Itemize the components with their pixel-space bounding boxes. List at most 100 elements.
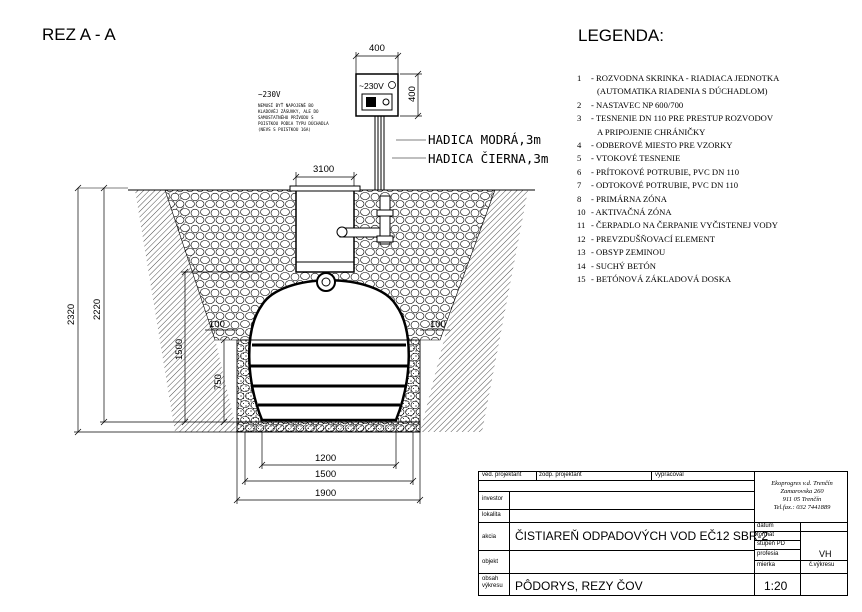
legend-item: 2 - NASTAVEC NP 600/700: [577, 99, 779, 112]
legend-item-text: - ODTOKOVÉ POTRUBIE, PVC DN 110: [591, 180, 739, 191]
legend-item-number: 7: [577, 180, 582, 191]
legend-item: 14 - SUCHÝ BETÓN: [577, 260, 779, 273]
power-note: NEMUSÍ BYŤ NAPOJENÉ BO KLADOVÉJ ZÁSUVKY,…: [258, 103, 329, 133]
control-box: [355, 73, 426, 190]
label-objekt: objekt: [482, 559, 499, 565]
legend-item: 11 - ČERPADLO NA ČERPANIE VYČISTENEJ VODY: [577, 219, 779, 232]
legend-item-number: 15: [577, 274, 586, 285]
pipes: [336, 195, 394, 245]
power-note-line: NEMUSÍ BYŤ NAPOJENÉ BO: [258, 103, 314, 108]
label-akcia: akcia: [482, 534, 497, 540]
legend-item-text: - VTOKOVÉ TESNENIE: [591, 153, 681, 164]
legend-item-number: 5: [577, 153, 582, 164]
label-zodp-projektant: zodp. projektant: [539, 472, 582, 478]
legend-item: 15 - BETÓNOVÁ ZÁKLADOVÁ DOSKA: [577, 273, 779, 286]
legend-item-text: - PRIMÁRNA ZÓNA: [591, 193, 667, 204]
dim-3100: 3100: [313, 164, 334, 175]
label-investor: investor: [482, 496, 504, 502]
power-note-line: (NEVS S POISTKOU 16A): [258, 127, 311, 132]
power-note-line: SAMOSTATNÉHO PRÍVODU S: [258, 115, 314, 120]
dimension-lines: [74, 52, 450, 504]
label-vypracoval: vypracoval: [655, 472, 684, 478]
legend-item-continuation: (AUTOMATIKA RIADENIA S DÚCHADLOM): [597, 86, 768, 97]
akcia-value: ČISTIAREŇ ODPADOVÝCH VOD EČ12 SBR-2: [515, 529, 769, 543]
label-obsah: obsah výkresu: [482, 576, 503, 589]
obsah-value: PÔDORYS, REZY ČOV: [515, 579, 643, 593]
legend-item-text: - OBSYP ZEMINOU: [591, 247, 666, 258]
label-c-vykresu: č.výkresu: [809, 562, 835, 568]
hose-black-label: HADICA ČIERNA,3m: [428, 151, 549, 166]
foundation-slab: [236, 421, 421, 433]
dim-2220: 2220: [92, 299, 103, 320]
legend-item: 10 - AKTIVAČNÁ ZÓNA: [577, 206, 779, 219]
company-line: Zamarovska 260: [780, 488, 824, 495]
dim-100-right: 100: [430, 319, 446, 330]
legend-item-text: - PREVZDUŠŇOVACÍ ELEMENT: [591, 233, 715, 244]
label-stupen: stupeň PD: [757, 541, 786, 547]
title-block: ved. projektant zodp. projektant vypraco…: [478, 471, 848, 596]
hose-blue-label: HADICA MODRÁ,3m: [428, 132, 541, 147]
legend-item: 12 - PREVZDUŠŇOVACÍ ELEMENT: [577, 233, 779, 246]
label-profesia: profesia: [757, 551, 779, 557]
legend-item: 3 - TESNENIE DN 110 PRE PRESTUP ROZVODOV: [577, 112, 779, 125]
legend-item: 13 - OBSYP ZEMINOU: [577, 246, 779, 259]
legend-item-number: 12: [577, 233, 586, 244]
dim-1500-left: 1500: [174, 339, 185, 360]
legend-item: 7 - ODTOKOVÉ POTRUBIE, PVC DN 110: [577, 179, 779, 192]
label-lokalita: lokalita: [482, 512, 501, 518]
legend-item-text: - AKTIVAČNÁ ZÓNA: [591, 207, 672, 218]
dim-400-top: 400: [369, 43, 385, 54]
legend-item: 5 - VTOKOVÉ TESNENIE: [577, 152, 779, 165]
section-title: REZ A - A: [42, 25, 116, 44]
company-line: Ekoprogres v.d. Trenčín: [771, 480, 833, 487]
power-note-line: POISTKOU PODĽA TYPU DÚCHADLA: [258, 121, 329, 126]
legend-item-number: 10: [577, 207, 586, 218]
label-format: formát: [757, 532, 775, 538]
legend-item-text: - NASTAVEC NP 600/700: [591, 99, 684, 110]
legend-item-text: - TESNENIE DN 110 PRE PRESTUP ROZVODOV: [591, 113, 774, 124]
dim-1200: 1200: [315, 453, 336, 464]
legend-item: 1 - ROZVODNA SKRINKA - RIADIACA JEDNOTKA: [577, 72, 779, 85]
legend-list: 1 - ROZVODNA SKRINKA - RIADIACA JEDNOTKA (…: [577, 72, 779, 287]
company-line: Tel.fax.: 032 7441889: [773, 504, 831, 511]
legend-item: 6 - PRÍTOKOVÉ POTRUBIE, PVC DN 110: [577, 166, 779, 179]
legend-item-number: 13: [577, 247, 586, 258]
company-stamp: Ekoprogres v.d. Trenčín Zamarovska 260 9…: [754, 480, 850, 512]
box-label: ~230V: [359, 81, 384, 91]
legend-title: LEGENDA:: [578, 26, 664, 45]
legend-item-text: - ČERPADLO NA ČERPANIE VYČISTENEJ VODY: [591, 220, 778, 231]
dim-1500-bottom: 1500: [315, 469, 336, 480]
profesia-value: VH: [819, 549, 832, 559]
voltage-label: ~230V: [258, 90, 281, 99]
legend-item-number: 3: [577, 113, 582, 124]
legend-item-text: - ROZVODNA SKRINKA - RIADIACA JEDNOTKA: [591, 73, 780, 83]
legend-item-text: - PRÍTOKOVÉ POTRUBIE, PVC DN 110: [591, 166, 740, 177]
legend-item-number: 14: [577, 260, 586, 271]
legend-item-number: 2: [577, 99, 582, 110]
company-line: 911 05 Trenčín: [782, 496, 822, 503]
legend-item-number: 8: [577, 193, 582, 204]
legend-item: 4 - ODBEROVÉ MIESTO PRE VZORKY: [577, 139, 779, 152]
label-datum: dátum: [757, 523, 774, 529]
legend-item-number: 4: [577, 140, 582, 151]
legend-item-text: - BETÓNOVÁ ZÁKLADOVÁ DOSKA: [591, 274, 732, 285]
label-ved-projektant: ved. projektant: [482, 472, 522, 478]
tank: [242, 272, 414, 422]
dim-400-side: 400: [407, 86, 418, 102]
power-note-line: KLADOVÉJ ZÁSUVKY, ALE DO: [258, 109, 319, 114]
dim-1900: 1900: [315, 488, 336, 499]
legend-item-text: - ODBEROVÉ MIESTO PRE VZORKY: [591, 140, 733, 151]
legend-item-continuation: A PRIPOJENIE CHRÁNIČKY: [597, 126, 706, 137]
legend-item-number: 1: [577, 73, 582, 83]
dim-2320: 2320: [66, 304, 77, 325]
label-mierka: mierka: [757, 562, 776, 568]
legend-item-number: 6: [577, 166, 582, 177]
dim-100-left: 100: [209, 319, 225, 330]
legend-item: 8 - PRIMÁRNA ZÓNA: [577, 193, 779, 206]
dim-750: 750: [213, 374, 224, 390]
mierka-value: 1:20: [764, 579, 788, 593]
legend-item-number: 11: [577, 220, 586, 231]
soil-hatch: [135, 190, 528, 432]
legend-item-text: - SUCHÝ BETÓN: [591, 260, 656, 271]
